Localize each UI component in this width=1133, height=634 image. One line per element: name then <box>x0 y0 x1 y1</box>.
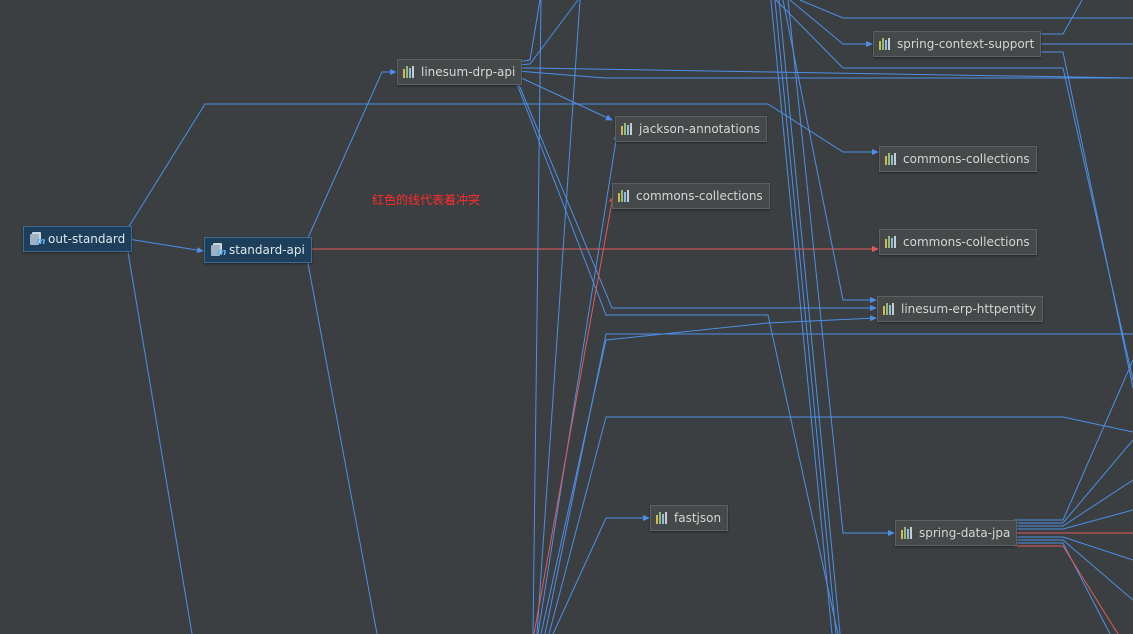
node-label: linesum-drp-api <box>421 65 516 79</box>
library-jar-icon <box>901 527 915 539</box>
node-label: commons-collections <box>903 235 1030 249</box>
library-jar-icon <box>879 38 893 50</box>
node-commons-collections-top[interactable]: commons-collections <box>879 146 1037 172</box>
node-standard-api[interactable]: m standard-api <box>204 237 312 263</box>
maven-module-icon: m <box>210 242 226 258</box>
edge <box>537 133 620 634</box>
node-out-standard[interactable]: m out-standard <box>23 226 133 252</box>
edge <box>774 0 837 634</box>
edge <box>516 83 839 634</box>
edge <box>127 103 879 229</box>
edge <box>516 70 1133 79</box>
edge <box>799 0 1133 19</box>
edge <box>789 0 873 47</box>
edge <box>1014 509 1133 530</box>
edge <box>775 0 1063 69</box>
node-label: linesum-erp-httpentity <box>901 302 1037 316</box>
node-commons-collections-conflict[interactable]: commons-collections <box>879 229 1037 255</box>
node-label: standard-api <box>229 243 305 257</box>
edge <box>1014 542 1111 634</box>
edge <box>532 0 542 634</box>
edge <box>127 251 193 634</box>
edge <box>516 0 541 63</box>
library-jar-icon <box>621 123 635 135</box>
edge <box>782 0 877 303</box>
node-label: spring-data-jpa <box>919 526 1011 540</box>
node-fastjson[interactable]: fastjson <box>650 505 729 531</box>
edge <box>306 69 397 241</box>
edge <box>1062 67 1133 381</box>
edge <box>1034 51 1133 389</box>
conflict-edge <box>533 195 615 634</box>
node-label: out-standard <box>48 232 126 246</box>
edge <box>1014 359 1133 521</box>
node-spring-context-support[interactable]: spring-context-support <box>873 31 1042 57</box>
edge <box>127 238 204 254</box>
conflict-annotation: 红色的线代表着冲突 <box>372 193 481 207</box>
library-jar-icon <box>656 512 670 524</box>
node-jackson-annotations[interactable]: jackson-annotations <box>615 116 767 142</box>
library-jar-icon <box>618 190 632 202</box>
node-linesum-drp-api[interactable]: linesum-drp-api <box>397 59 523 85</box>
edge <box>770 0 833 634</box>
library-jar-icon <box>885 236 899 248</box>
edge <box>1014 479 1133 527</box>
library-jar-icon <box>883 303 897 315</box>
node-label: commons-collections <box>903 152 1030 166</box>
edge <box>1014 536 1133 561</box>
node-commons-collections-mid[interactable]: commons-collections <box>612 183 770 209</box>
node-label: fastjson <box>674 511 722 525</box>
edge <box>536 0 581 634</box>
maven-module-icon: m <box>29 231 45 247</box>
edge <box>540 315 877 634</box>
node-label: commons-collections <box>636 189 763 203</box>
edge <box>306 257 378 634</box>
library-jar-icon <box>403 66 417 78</box>
edge <box>516 75 613 121</box>
edge <box>516 0 579 66</box>
edge <box>544 333 1133 634</box>
node-label: spring-context-support <box>897 37 1035 51</box>
edge <box>552 515 650 634</box>
edge <box>1034 0 1083 35</box>
edge <box>517 67 1133 79</box>
library-jar-icon <box>885 153 899 165</box>
edge <box>548 416 1133 634</box>
conflict-edge <box>1014 545 1119 634</box>
edge <box>1014 539 1133 601</box>
edge <box>1014 439 1133 524</box>
node-linesum-erp-httpentity[interactable]: linesum-erp-httpentity <box>877 296 1044 322</box>
node-label: jackson-annotations <box>639 122 760 136</box>
node-spring-data-jpa[interactable]: spring-data-jpa <box>895 520 1018 546</box>
edge <box>778 0 841 634</box>
edge <box>516 79 877 311</box>
edge <box>787 0 895 536</box>
